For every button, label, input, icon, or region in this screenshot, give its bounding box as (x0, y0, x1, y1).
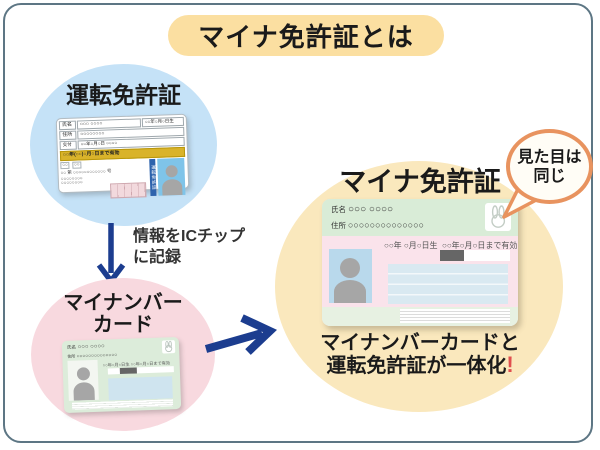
right-arrow-icon (204, 314, 278, 355)
mynumber-addr-label: 住所 (67, 353, 76, 359)
mynumber-label-line2: カード (93, 314, 153, 336)
maina-addr-row: 住所○○○○○○○○○○○○○○ (331, 220, 424, 231)
mynumber-photo (67, 359, 99, 401)
caption-line2: 運転免許証が一体化 (326, 355, 507, 377)
maina-photo (329, 249, 372, 303)
mynumber-addr-value: ○○○○○○○○○○○○○○ (76, 353, 118, 360)
license-cond2: ○○ (71, 160, 82, 169)
maina-birth-valid: ○○年 ○月○日生 ○○年○月○日まで有効 (384, 240, 517, 251)
caption-line1: マイナンバーカードと (320, 332, 520, 354)
license-lower-area: ○○ ○○ ○○ 第 ○○○○○○○○○○○○ 号 ○○○○○○○○ ○○○○○… (60, 157, 186, 199)
mynumber-addr-row: 住所 ○○○○○○○○○○○○○○ (67, 352, 117, 360)
license-birth: ○○年○月○日生 (141, 116, 185, 128)
photo-silhouette-body (334, 280, 366, 303)
mynumber-dark-bar (119, 367, 137, 375)
mynumber-white-strip (107, 366, 174, 375)
license-name-label: 氏名 (58, 120, 77, 131)
caption-line2-wrap: 運転免許証が一体化! (299, 354, 541, 377)
photo-silhouette-head (76, 367, 91, 381)
license-vertical-label: 運転免許証 (149, 158, 157, 196)
maina-name-row: 氏名○○○ ○○○○ (331, 204, 393, 215)
photo-silhouette-body (161, 178, 183, 196)
flow-note-line1: 情報をICチップ (133, 228, 246, 245)
maina-white-strip (440, 250, 510, 261)
bubble-line1: 見た目は (517, 148, 582, 166)
maina-caption: マイナンバーカードと 運転免許証が一体化! (299, 333, 541, 377)
maina-birth: ○○年 ○月○日生 (384, 241, 438, 250)
mynumber-label-line1: マイナンバー (63, 292, 183, 314)
mynumber-card: 氏名 ○○○ ○○○○ 住所 ○○○○○○○○○○○○○○ ○○年○月○日生 ○… (61, 336, 182, 414)
license-issue-label: 交付 (59, 140, 77, 150)
maina-dark-bar (440, 250, 464, 261)
rabbit-icon (161, 340, 176, 354)
license-addr-label: 住所 (59, 130, 77, 141)
page-title: マイナ免許証とは (168, 15, 444, 56)
maina-blue-lined-box (388, 264, 508, 304)
maina-footer-lines (400, 309, 510, 323)
mynumber-footer-lines (71, 399, 174, 410)
exclamation-mark: ! (506, 352, 514, 377)
maina-license-card: 氏名○○○ ○○○○ 住所○○○○○○○○○○○○○○ ○○年 ○月○日生 ○○… (322, 199, 518, 326)
license-category-grid (110, 181, 147, 198)
maina-name-label: 氏名 (331, 205, 346, 214)
maina-valid: ○○年○月○日まで有効 (442, 241, 518, 250)
maina-card-header: 氏名○○○ ○○○○ 住所○○○○○○○○○○○○○○ (322, 199, 518, 236)
maina-addr-label: 住所 (331, 221, 346, 230)
photo-silhouette-head (165, 164, 178, 178)
mynumber-name-value: ○○○ ○○○○ (77, 343, 105, 351)
license-label: 運転免許証 (66, 82, 181, 108)
maina-card-footer (322, 307, 518, 326)
maina-addr-value: ○○○○○○○○○○○○○○ (348, 220, 425, 230)
license-photo (157, 157, 186, 196)
drivers-license-card: 氏名 ○○○ ○○○○ ○○年○月○日生 住所 ○○○○○○○○ 交付 ○○年○… (55, 113, 190, 198)
photo-silhouette-head (340, 258, 360, 278)
photo-silhouette-body (73, 381, 95, 401)
mynumber-name-label: 氏名 (66, 344, 77, 350)
speech-bubble: 見た目は 同じ (506, 129, 593, 204)
mynumber-label: マイナンバー カード (31, 292, 215, 336)
flow-note-line2: に記録 (133, 249, 182, 266)
maina-label: マイナ免許証 (339, 167, 501, 197)
flow-note: 情報をICチップ に記録 (133, 226, 245, 268)
bubble-line2: 同じ (533, 167, 566, 185)
mynumber-blue-box (108, 376, 173, 401)
mynumber-name-row: 氏名 ○○○ ○○○○ (67, 344, 105, 351)
license-cond1: ○○ (60, 161, 70, 170)
maina-name-value: ○○○ ○○○○ (348, 204, 394, 215)
